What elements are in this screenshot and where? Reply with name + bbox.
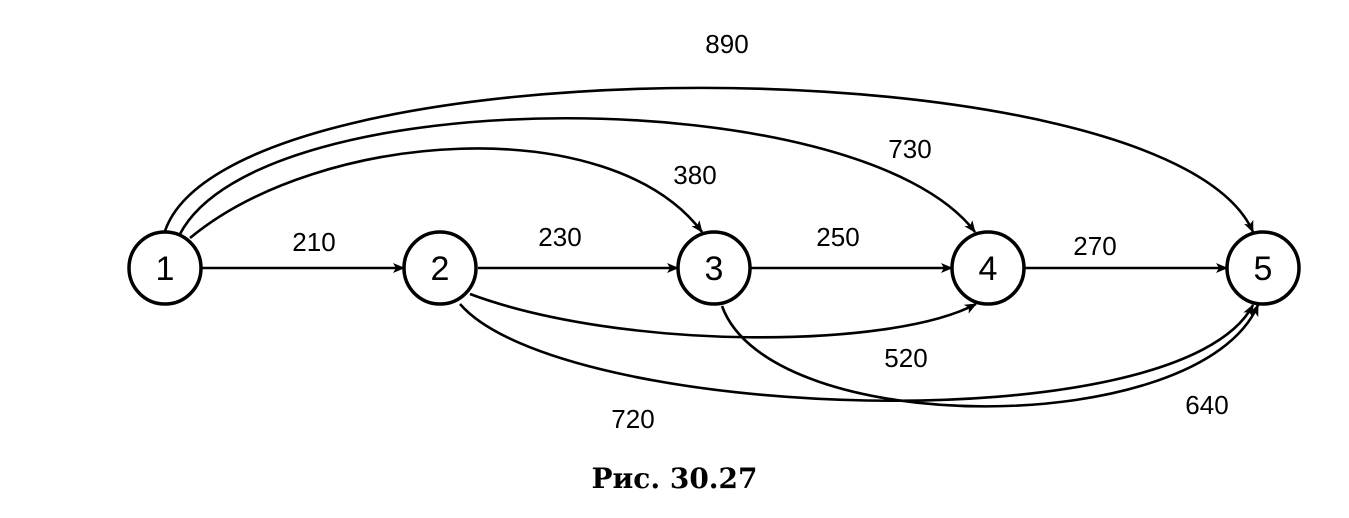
figure-caption: Рис. 30.27 <box>591 462 758 495</box>
node-4-label: 4 <box>979 250 998 288</box>
edge-3-5 <box>720 304 1260 408</box>
edge-4-5-weight: 270 <box>1073 231 1116 261</box>
node-3: 3 <box>676 230 752 306</box>
node-5-label: 5 <box>1254 250 1273 288</box>
edge-2-4-weight: 520 <box>884 343 927 373</box>
edge-1-4 <box>178 116 977 235</box>
edge-1-4-weight: 730 <box>888 134 931 164</box>
edge-2-5 <box>459 303 1255 403</box>
edge-1-3 <box>189 147 704 240</box>
node-3-label: 3 <box>705 250 724 288</box>
edge-1-3-weight: 380 <box>673 160 716 190</box>
edge-3-5-weight: 640 <box>1185 390 1228 420</box>
node-5: 5 <box>1225 230 1301 306</box>
edge-1-5 <box>163 86 1255 233</box>
node-1-label: 1 <box>156 250 175 288</box>
node-1: 1 <box>127 230 203 306</box>
edge-2-5-weight: 720 <box>611 404 654 434</box>
node-4: 4 <box>950 230 1026 306</box>
edge-1-5-weight: 890 <box>705 29 748 59</box>
edge-2-3-weight: 230 <box>538 222 581 252</box>
edge-2-4 <box>469 292 977 339</box>
node-2: 2 <box>402 230 478 306</box>
node-2-label: 2 <box>431 250 450 288</box>
edge-3-4-weight: 250 <box>816 222 859 252</box>
edge-1-2-weight: 210 <box>292 227 335 257</box>
